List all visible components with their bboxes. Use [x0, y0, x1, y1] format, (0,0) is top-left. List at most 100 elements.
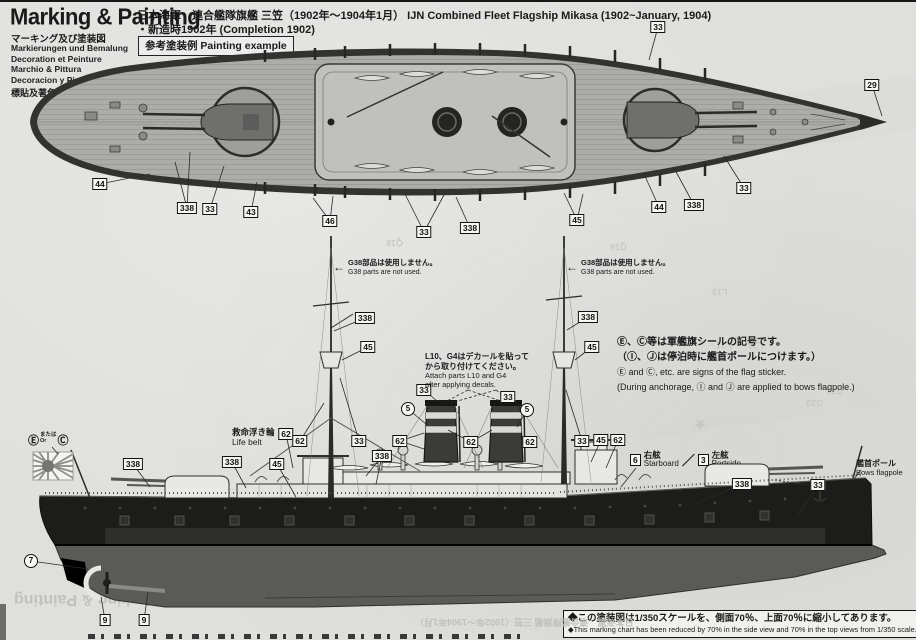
g38-note-jp: G38部品は使用しません。 — [348, 258, 437, 267]
painting-example-badge: 参考塗装例 Painting example — [138, 36, 294, 56]
callout-62: 62 — [610, 434, 626, 446]
foremast — [540, 236, 592, 484]
plan-fore-deck-fittings — [732, 101, 846, 144]
callout-5: 5 — [401, 402, 415, 416]
scale-note-jp: ◆この塗装図は1/350スケールを、側面70％、上面70％に縮小してあります。 — [568, 613, 897, 624]
page-top-rule — [0, 0, 916, 2]
side-underwater-hull — [54, 544, 887, 608]
casemate-guns — [119, 510, 770, 526]
callout-9: 9 — [138, 614, 150, 626]
title-chinese: 標貼及著色指示 — [11, 88, 75, 98]
bow-flagpole-label: 艦首ポール Bows flagpole — [856, 459, 903, 477]
callout-44: 44 — [92, 178, 108, 190]
variant-heading: ・新造時1902年 (Completion 1902) — [137, 24, 315, 36]
plan-mainmast — [327, 118, 335, 126]
plan-funnel-fore — [497, 107, 527, 137]
g38-note-aft: ← G38部品は使用しません。 G38 parts are not used. — [333, 258, 437, 277]
callout-338: 338 — [731, 478, 753, 490]
title-japanese: マーキング及び塗装図 — [11, 34, 106, 45]
plan-edge-ticks — [263, 43, 707, 201]
plan-fore-turret — [626, 101, 700, 139]
propeller-shaft — [108, 584, 166, 593]
life-belt-label: 救命浮き輪 Life belt — [232, 427, 275, 447]
callout-33: 33 — [500, 391, 516, 403]
g38-note-fore: ← G38部品は使用しません。 G38 parts are not used. — [566, 258, 670, 277]
flag-note-jp2: （Ⓘ、Ⓙは停泊時に艦首ポールにつけます。） — [617, 351, 821, 363]
portside-en: Portside — [711, 458, 741, 468]
callout-33: 33 — [574, 435, 590, 447]
callout-338: 338 — [176, 202, 198, 214]
bow-flagpole — [852, 445, 863, 479]
callout-338: 338 — [122, 458, 144, 470]
scale-note-en: ◆This marking chart has been reduced by … — [568, 625, 916, 634]
decal-note-en1: Attach parts L10 and G4 — [425, 371, 507, 380]
circled-e: Ⓔ — [28, 435, 39, 447]
bow-flagpole-jp: 艦首ポール — [856, 459, 896, 468]
callout-33: 33 — [202, 203, 218, 215]
callout-338: 338 — [683, 199, 705, 211]
flag-note-en1: Ⓔ and Ⓒ, etc. are signs of the flag stic… — [617, 367, 787, 377]
plan-aft-deck-fittings — [84, 101, 148, 153]
plan-aft-turret — [200, 103, 274, 141]
g38-note-jp: G38部品は使用しません。 — [581, 258, 670, 267]
callout-62: 62 — [463, 436, 479, 448]
starboard-portside-label: 6 右舷 Starboard ／ 3 左舷 Portside — [630, 450, 741, 469]
callout-33: 33 — [650, 21, 666, 33]
callout-5: 5 — [520, 403, 534, 417]
decal-note-jp1: L10、G4はデカールを貼って — [425, 352, 530, 361]
callout-338: 338 — [459, 222, 481, 234]
title-german: Markierungen und Bemalung — [11, 43, 129, 53]
callout-33: 33 — [736, 182, 752, 194]
callout-7: 7 — [24, 554, 38, 568]
callout-44: 44 — [651, 201, 667, 213]
callout-3: 3 — [697, 453, 709, 466]
life-belt-jp: 救命浮き輪 — [232, 427, 275, 437]
callout-46: 46 — [322, 215, 338, 227]
callout-9: 9 — [99, 614, 111, 626]
callout-62: 62 — [522, 436, 538, 448]
plan-ram-bow — [860, 114, 887, 130]
funnels — [423, 400, 526, 463]
left-arrow-icon: ← — [566, 260, 578, 274]
decal-note-en2: after applying decals. — [425, 380, 496, 389]
callout-33: 33 — [810, 479, 826, 491]
ship-boats — [329, 461, 544, 471]
callout-45: 45 — [269, 458, 285, 470]
callout-338: 338 — [371, 450, 393, 462]
circled-c: Ⓒ — [57, 435, 69, 447]
callout-338: 338 — [577, 311, 599, 323]
callout-45: 45 — [569, 214, 585, 226]
callout-43: 43 — [243, 206, 259, 218]
or-en: Or — [40, 437, 47, 444]
top-view-illustration — [30, 43, 887, 201]
propeller-hub — [103, 579, 111, 587]
life-belt-en: Life belt — [232, 437, 262, 447]
page-title: Marking & Painting — [10, 3, 201, 30]
starboard-en: Starboard — [643, 458, 679, 468]
flag-sticker-note: Ⓔ、Ⓒ等は軍艦旗シールの記号です。 （Ⓘ、Ⓙは停泊時に艦首ポールにつけます。） … — [617, 336, 855, 394]
plan-funnel-aft — [432, 107, 462, 137]
title-italian: Marchio & Pittura — [11, 64, 82, 74]
flag-note-jp1: Ⓔ、Ⓒ等は軍艦旗シールの記号です。 — [617, 337, 786, 348]
callout-62: 62 — [392, 435, 408, 447]
slash-divider: ／ — [681, 453, 695, 468]
stern-ensign-staff — [70, 449, 91, 499]
left-arrow-icon: ← — [333, 260, 345, 274]
callout-62: 62 — [292, 435, 308, 447]
decal-note: L10、G4はデカールを貼って から取り付けてください。 Attach part… — [425, 352, 529, 389]
portside-jp: 左舷 — [711, 450, 729, 460]
side-aft-turret — [164, 475, 230, 499]
bow-flagpole-en: Bows flagpole — [856, 468, 903, 477]
plan-boats — [353, 69, 556, 175]
propeller-guard — [83, 565, 102, 601]
decal-note-jp2: から取り付けてください。 — [425, 361, 521, 371]
ship-name-heading: 日本海軍 連合艦隊旗艦 三笠（1902年～1904年1月） IJN Combin… — [137, 10, 712, 22]
cutoff-print-fragments — [88, 634, 528, 639]
g38-note-en: G38 parts are not used. — [581, 269, 655, 276]
callout-338: 338 — [354, 312, 376, 324]
callout-6: 6 — [630, 453, 641, 466]
title-languages: Markierungen und Bemalung Decoration et … — [11, 43, 128, 85]
scale-note-box: ◆この塗装図は1/350スケールを、側面70％、上面70％に縮小してあります。 … — [563, 610, 916, 638]
plan-foremast — [560, 118, 568, 126]
